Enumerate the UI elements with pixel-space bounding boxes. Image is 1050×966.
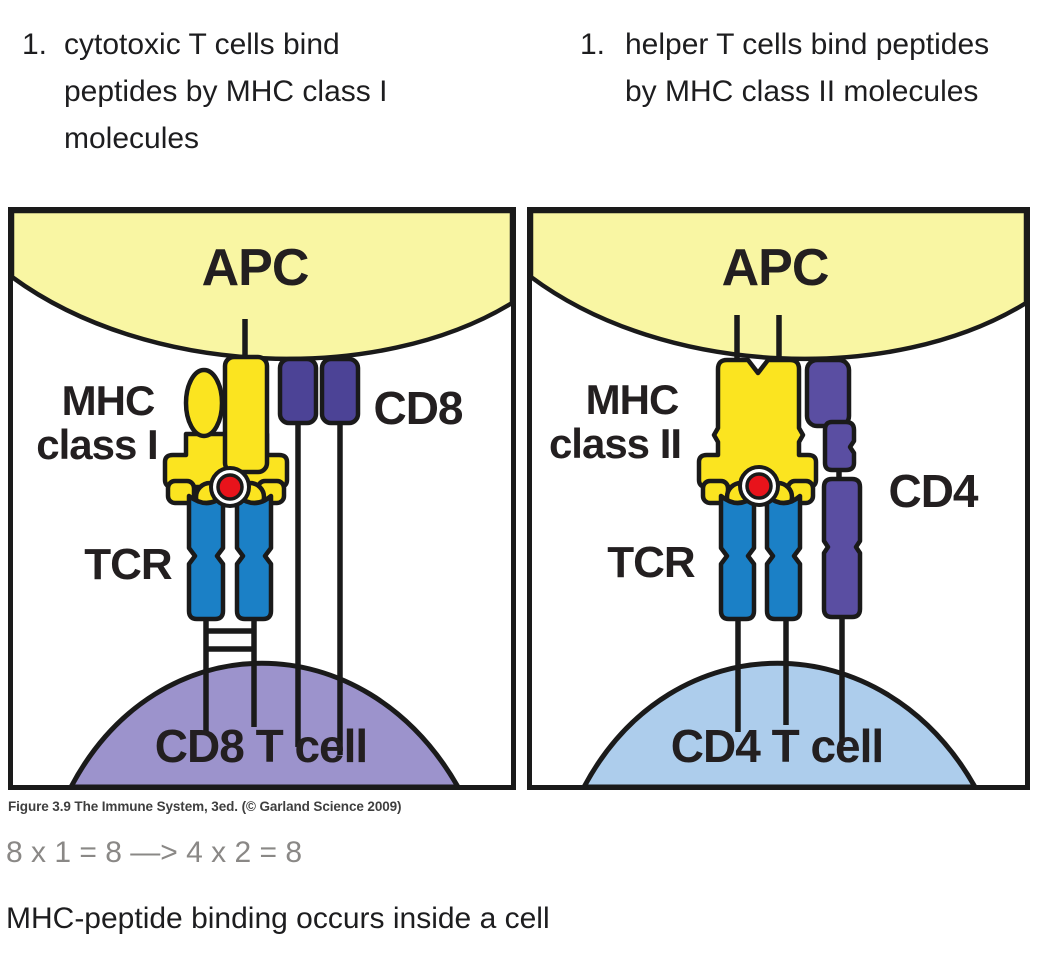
mhc-heavy-chain (222, 354, 270, 475)
membrane-anchors (203, 319, 343, 755)
mhc-label-line1: MHC (586, 376, 679, 423)
cd8-beta-domain (319, 356, 361, 426)
cd8-t-cell-label: CD8 T cell (155, 720, 367, 772)
mhc-class-ii-diagram: APC MHC class II TCR CD4 CD4 T cell (527, 207, 1030, 790)
apc-cell (9, 208, 515, 362)
mhc-class-i-diagram: APC MHC class I TCR CD8 CD8 T cell (8, 207, 516, 790)
panel-border (8, 207, 516, 790)
cd8-label: CD8 (373, 382, 462, 434)
math-note: 8 x 1 = 8 —> 4 x 2 = 8 (6, 836, 303, 869)
tcr-alpha-chain (718, 493, 757, 622)
list-number: 1. (580, 28, 606, 61)
beta2-microglobulin (183, 367, 225, 439)
tcr-label: TCR (84, 540, 172, 589)
cd4-domain-2 (822, 419, 857, 473)
note-item-cytotoxic: 1. cytotoxic T cells bind peptides by MH… (22, 21, 434, 162)
mhc-class-i-molecule (162, 354, 290, 514)
peptide (745, 472, 773, 500)
diagram-labels: APC MHC class I TCR CD8 CD8 T cell (36, 239, 464, 772)
mhc-label-line2: class I (36, 421, 157, 468)
diagram-labels: APC MHC class II TCR CD4 CD4 T cell (549, 239, 980, 772)
tcr-label: TCR (607, 538, 695, 587)
cd4-domain-1 (804, 357, 852, 429)
list-number: 1. (22, 28, 48, 61)
cd4-molecule (804, 357, 863, 620)
cd8-alpha-domain (277, 356, 319, 426)
cd8-molecule (277, 356, 361, 426)
membrane-anchors (734, 315, 845, 745)
panel-border (527, 207, 1030, 790)
cd8-t-cell (66, 660, 463, 790)
tcr-beta-chain (764, 493, 803, 622)
cd4-domain-3-4 (821, 476, 863, 620)
note-item-helper: 1. helper T cells bind peptides by MHC c… (580, 21, 1010, 115)
conclusion-text: MHC-peptide binding occurs inside a cell (6, 902, 550, 935)
apc-label: APC (722, 239, 829, 297)
tcr-alpha-chain (186, 493, 226, 622)
tcr-molecule (718, 493, 803, 622)
note-text: cytotoxic T cells bind peptides by MHC c… (64, 28, 388, 155)
note-text: helper T cells bind peptides by MHC clas… (625, 28, 990, 108)
peptide (216, 473, 244, 501)
cd4-t-cell-label: CD4 T cell (671, 720, 883, 772)
tcr-beta-chain (234, 493, 274, 622)
mhc-label-line1: MHC (62, 377, 155, 424)
figure-caption: Figure 3.9 The Immune System, 3ed. (© Ga… (8, 799, 402, 814)
mhc-label-line2: class II (549, 420, 681, 467)
apc-label: APC (202, 239, 309, 297)
tcr-molecule (186, 493, 274, 622)
cd4-label: CD4 (888, 465, 978, 517)
